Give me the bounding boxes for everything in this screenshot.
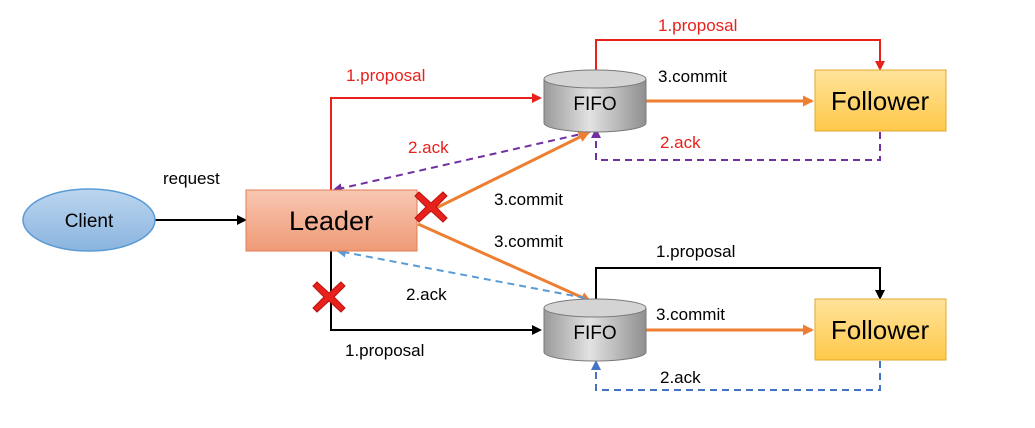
fifo-top-commit-label: 3.commit: [658, 67, 727, 86]
follower-top-ack-label: 2.ack: [660, 133, 701, 152]
client-label: Client: [65, 211, 114, 232]
follower-top-label: Follower: [831, 86, 930, 116]
leader-proposal-bottom-label: 1.proposal: [345, 341, 424, 360]
leader-proposal-top-arrow: [330, 93, 542, 190]
follower-bottom-ack-label: 2.ack: [660, 368, 701, 387]
leader-commit-top-arrow: [417, 131, 590, 219]
fifo-top-node: FIFO: [543, 69, 647, 133]
leader-label: Leader: [289, 206, 373, 236]
fifo-top-proposal-arrow: [595, 39, 885, 74]
failure-x-icon-bottom: [312, 281, 346, 313]
leader-proposal-bottom-arrow: [330, 251, 542, 335]
fifo-bottom-proposal-arrow: [595, 267, 885, 303]
fifo-top-proposal-label: 1.proposal: [658, 16, 737, 35]
follower-top-node: [814, 69, 947, 132]
fifo-bottom-proposal-label: 1.proposal: [656, 242, 735, 261]
leader-ack-top-label: 2.ack: [408, 138, 449, 157]
leader-ack-top-arrow: [332, 131, 591, 194]
fifo-bottom-commit-label: 3.commit: [656, 305, 725, 324]
follower-bottom-ack-arrow: [591, 360, 881, 391]
failure-x-icon-top: [414, 191, 448, 223]
follower-bottom-label: Follower: [831, 315, 930, 345]
client-node: [22, 188, 156, 252]
leader-commit-bottom-label: 3.commit: [494, 232, 563, 251]
leader-commit-top-label: 3.commit: [494, 190, 563, 209]
follower-bottom-node: [814, 298, 947, 361]
follower-top-ack-arrow: [591, 128, 881, 161]
request-label: request: [163, 169, 220, 188]
fifo-bottom-label: FIFO: [573, 323, 616, 344]
leader-ack-bottom-arrow: [336, 247, 586, 299]
fifo-top-label: FIFO: [573, 94, 616, 115]
fifo-bottom-node: FIFO: [543, 298, 647, 362]
leader-ack-bottom-label: 2.ack: [406, 285, 447, 304]
leader-commit-bottom-arrow: [417, 222, 592, 303]
leader-proposal-top-label: 1.proposal: [346, 66, 425, 85]
